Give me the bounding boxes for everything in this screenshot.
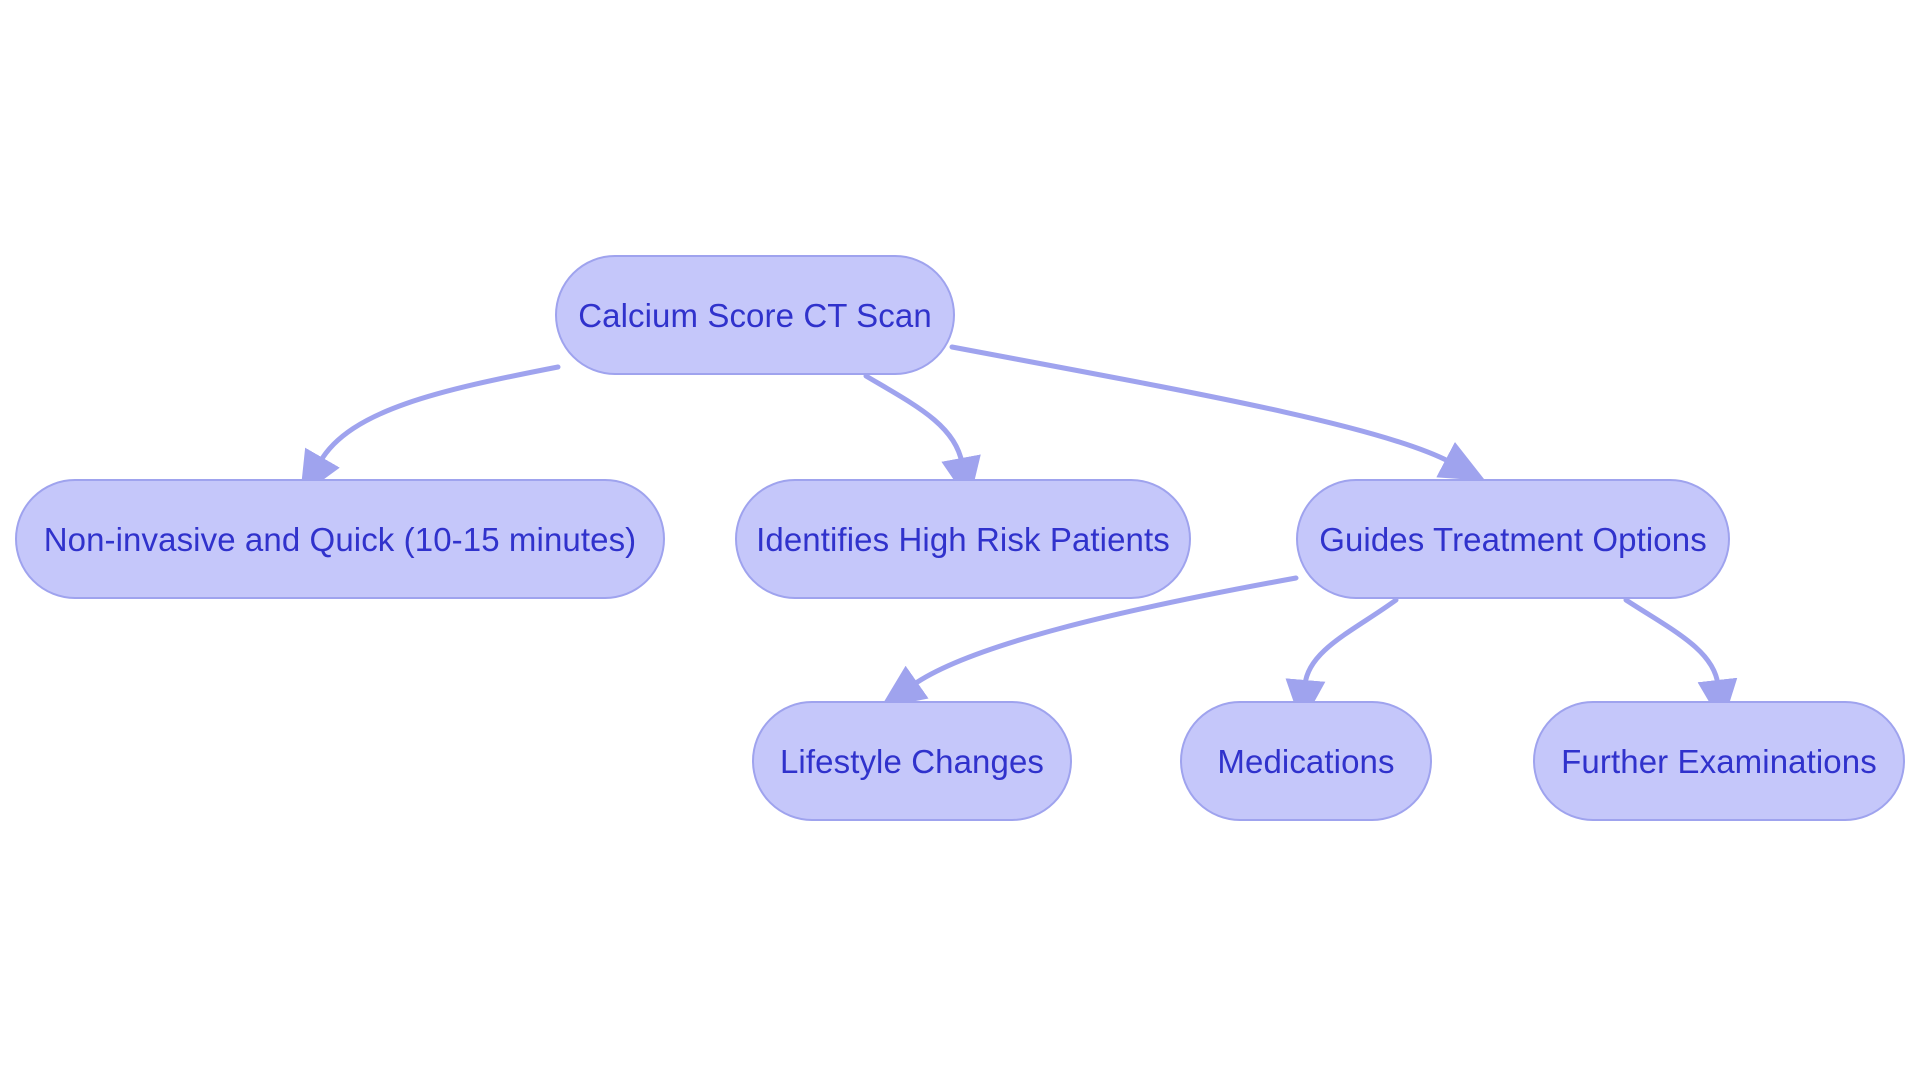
node-further-examinations[interactable]: Further Examinations: [1533, 701, 1905, 821]
node-label: Lifestyle Changes: [779, 742, 1045, 780]
node-calcium-score-ct-scan[interactable]: Calcium Score CT Scan: [555, 255, 955, 375]
node-guides-treatment-options[interactable]: Guides Treatment Options: [1296, 479, 1730, 599]
edge-root-to-noninvasive: [299, 364, 561, 497]
node-label: Further Examinations: [1561, 742, 1877, 780]
node-lifestyle-changes[interactable]: Lifestyle Changes: [752, 701, 1072, 821]
node-label: Medications: [1217, 742, 1395, 780]
node-label: Non-invasive and Quick (10-15 minutes): [43, 520, 637, 558]
node-label: Guides Treatment Options: [1319, 520, 1707, 558]
node-identifies-high-risk-patients[interactable]: Identifies High Risk Patients: [735, 479, 1191, 599]
edge-root-to-treatment: [949, 344, 1486, 481]
node-label: Calcium Score CT Scan: [578, 296, 932, 334]
node-medications[interactable]: Medications: [1180, 701, 1432, 821]
edge-root-to-highrisk: [863, 373, 981, 503]
edge-treatment-to-medications: [1285, 597, 1399, 725]
node-non-invasive-and-quick[interactable]: Non-invasive and Quick (10-15 minutes): [15, 479, 665, 599]
node-label: Identifies High Risk Patients: [756, 520, 1170, 558]
edge-treatment-to-exams: [1623, 597, 1738, 725]
